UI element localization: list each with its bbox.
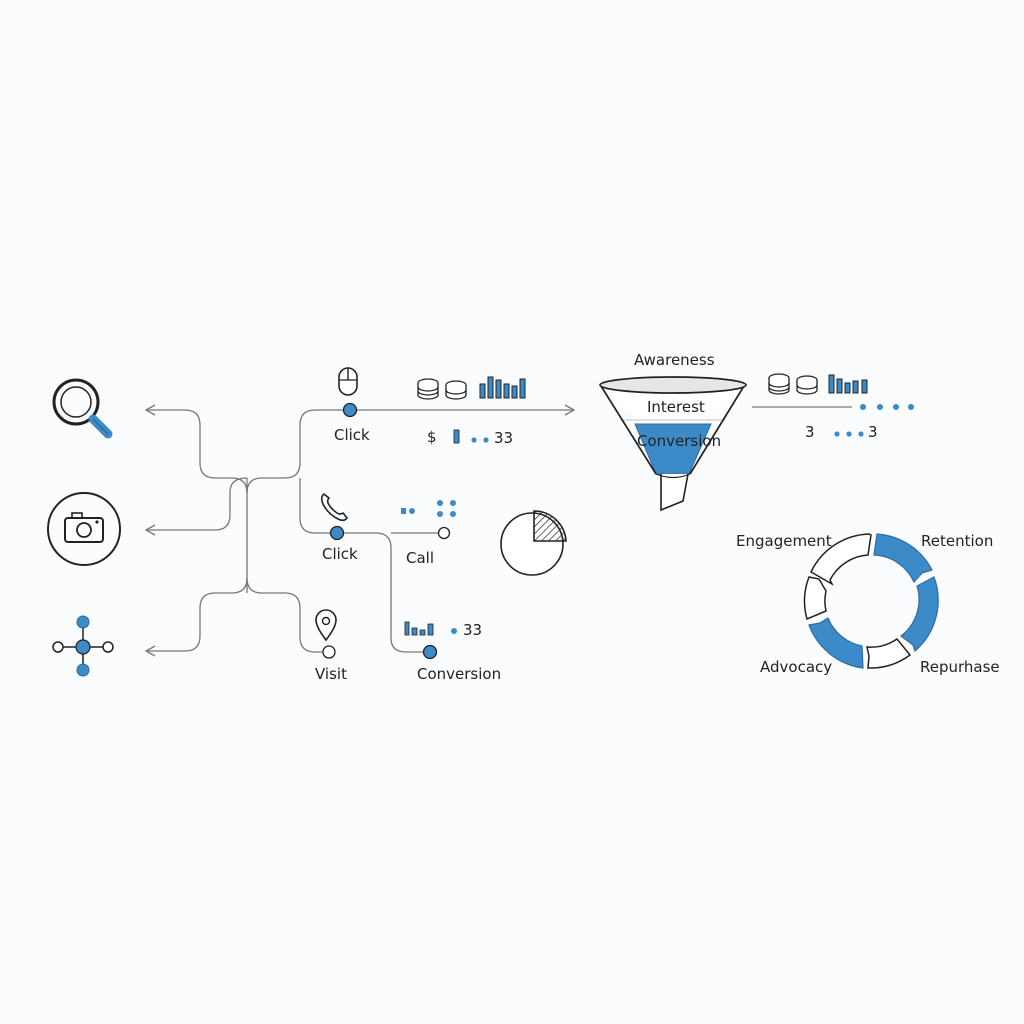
dots-grid-icon: [401, 500, 456, 517]
conversion-metric-value: 33: [463, 621, 482, 639]
touchpoint-label-call: Call: [406, 549, 434, 567]
funnel-metric-left: 3: [805, 423, 815, 441]
top-metric-value: 33: [494, 429, 513, 447]
small-bar-chart-icon: [404, 621, 434, 636]
lifecycle-segment-retention-lower[interactable]: [900, 576, 939, 653]
node-click-phone[interactable]: [329, 525, 345, 541]
dots-row-icon: [860, 404, 914, 410]
marketing-funnel: [599, 376, 747, 512]
dots-icon-right: [834, 431, 864, 437]
camera-icon: [47, 492, 121, 566]
lifecycle-segment-engagement[interactable]: [810, 533, 872, 586]
lifecycle-label-advocacy: Advocacy: [760, 658, 832, 676]
lifecycle-segment-left[interactable]: [803, 576, 827, 621]
lifecycle-label-retention: Retention: [921, 532, 993, 550]
dot-icon: [451, 628, 457, 634]
funnel-stage-interest: Interest: [647, 398, 705, 416]
coin-stack-icon: [417, 378, 467, 400]
node-call[interactable]: [437, 526, 451, 540]
network-nodes-icon: [52, 615, 114, 677]
funnel-stage-conversion: Conversion: [637, 432, 721, 450]
connector-lines: [144, 404, 576, 657]
node-click-top[interactable]: [342, 402, 358, 418]
touchpoint-label-click-top: Click: [334, 426, 370, 444]
node-conversion[interactable]: [422, 644, 438, 660]
lifecycle-cycle: [803, 533, 939, 669]
touchpoint-label-visit: Visit: [315, 665, 347, 683]
touchpoint-label-click-phone: Click: [322, 545, 358, 563]
touchpoint-label-conversion: Conversion: [417, 665, 501, 683]
node-visit[interactable]: [322, 645, 336, 659]
pie-chart-icon: [500, 510, 567, 576]
location-pin-icon: [315, 609, 337, 642]
currency-symbol: $: [427, 428, 437, 446]
lifecycle-segment-repurchase[interactable]: [866, 637, 912, 669]
dots-icon: [471, 437, 489, 443]
lifecycle-segment-retention[interactable]: [873, 533, 933, 584]
lifecycle-label-repurchase: Repurhase: [920, 658, 1000, 676]
search-icon: [52, 378, 113, 439]
mouse-icon: [338, 367, 358, 396]
funnel-metric-right: 3: [868, 423, 878, 441]
coin-stack-icon-right: [768, 373, 818, 395]
mini-bar-icon: [453, 429, 460, 444]
lifecycle-label-engagement: Engagement: [736, 532, 832, 550]
funnel-stage-awareness: Awareness: [634, 351, 715, 369]
bar-chart-icon-right: [828, 374, 868, 394]
bar-chart-icon: [479, 376, 526, 399]
lifecycle-segment-advocacy[interactable]: [808, 617, 864, 669]
phone-icon: [320, 493, 348, 522]
